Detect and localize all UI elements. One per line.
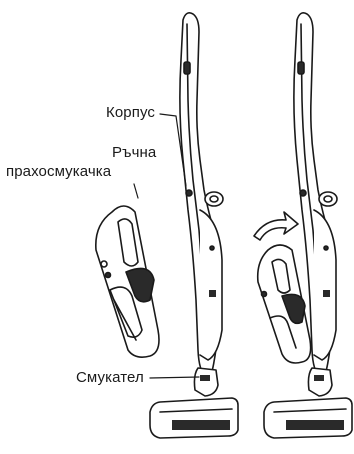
label-handheld-line2: прахосмукачка xyxy=(6,164,111,180)
insert-arrow-icon xyxy=(254,212,298,240)
label-handheld-line1: Ръчна xyxy=(112,145,156,161)
stick-vacuum-left xyxy=(150,13,238,438)
handheld-vacuum-detached xyxy=(96,206,159,357)
label-nozzle: Смукател xyxy=(76,370,144,386)
label-body: Корпус xyxy=(106,105,155,121)
